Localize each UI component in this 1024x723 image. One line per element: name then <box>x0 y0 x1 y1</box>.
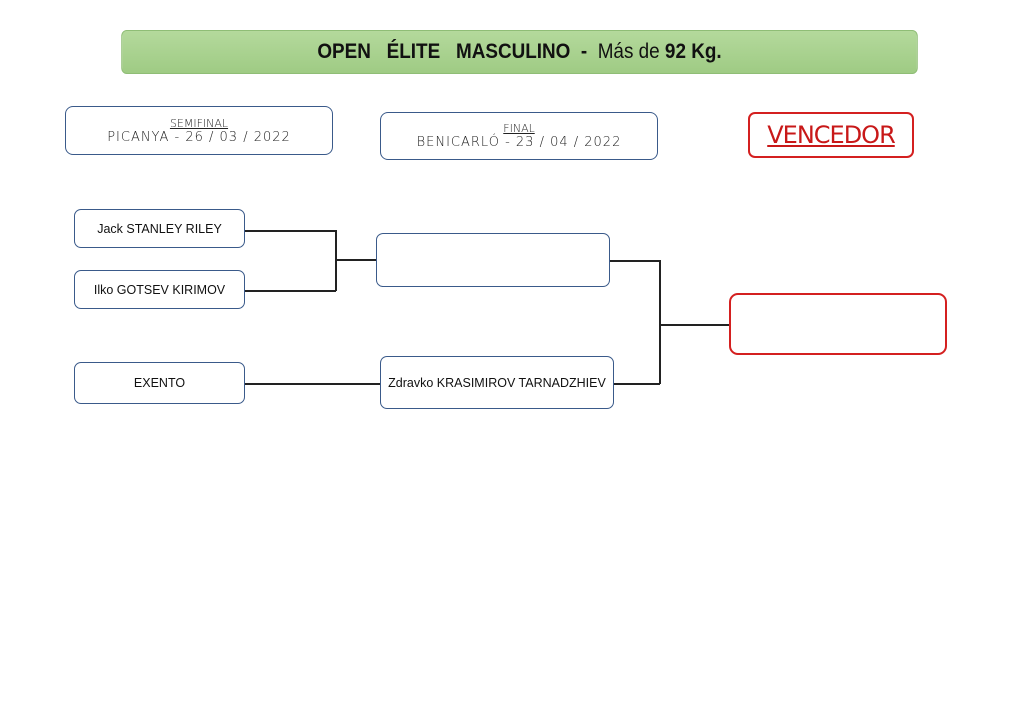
final-label: FINAL <box>503 122 535 135</box>
final-detail: BENICARLÓ - 23 / 04 / 2022 <box>416 135 622 150</box>
connector-line <box>335 230 337 291</box>
connector-line <box>336 259 376 261</box>
title-category: OPEN ÉLITE MASCULINO - <box>317 40 593 63</box>
competitor-box: EXENTO <box>74 362 245 404</box>
title-weight-prefix: Más de <box>592 40 665 63</box>
connector-line <box>660 324 729 326</box>
title-weight: 92 Kg. <box>664 40 722 63</box>
finalist-box: Zdravko KRASIMIROV TARNADZHIEV <box>380 356 614 409</box>
connector-line <box>614 383 660 385</box>
semifinal-header: SEMIFINAL PICANYA - 26 / 03 / 2022 <box>65 106 333 155</box>
winner-header: VENCEDOR <box>748 112 914 158</box>
page-title: OPEN ÉLITE MASCULINO - Más de 92 Kg. <box>121 30 918 74</box>
finalist-box <box>376 233 610 287</box>
connector-line <box>245 290 336 292</box>
winner-box <box>729 293 947 355</box>
connector-line <box>245 383 380 385</box>
final-header: FINAL BENICARLÓ - 23 / 04 / 2022 <box>380 112 658 160</box>
connector-line <box>610 260 660 262</box>
connector-line <box>245 230 336 232</box>
connector-line <box>659 260 661 384</box>
semifinal-label: SEMIFINAL <box>169 116 229 130</box>
competitor-box: Ilko GOTSEV KIRIMOV <box>74 270 245 309</box>
semifinal-detail: PICANYA - 26 / 03 / 2022 <box>107 129 291 145</box>
competitor-box: Jack STANLEY RILEY <box>74 209 245 248</box>
